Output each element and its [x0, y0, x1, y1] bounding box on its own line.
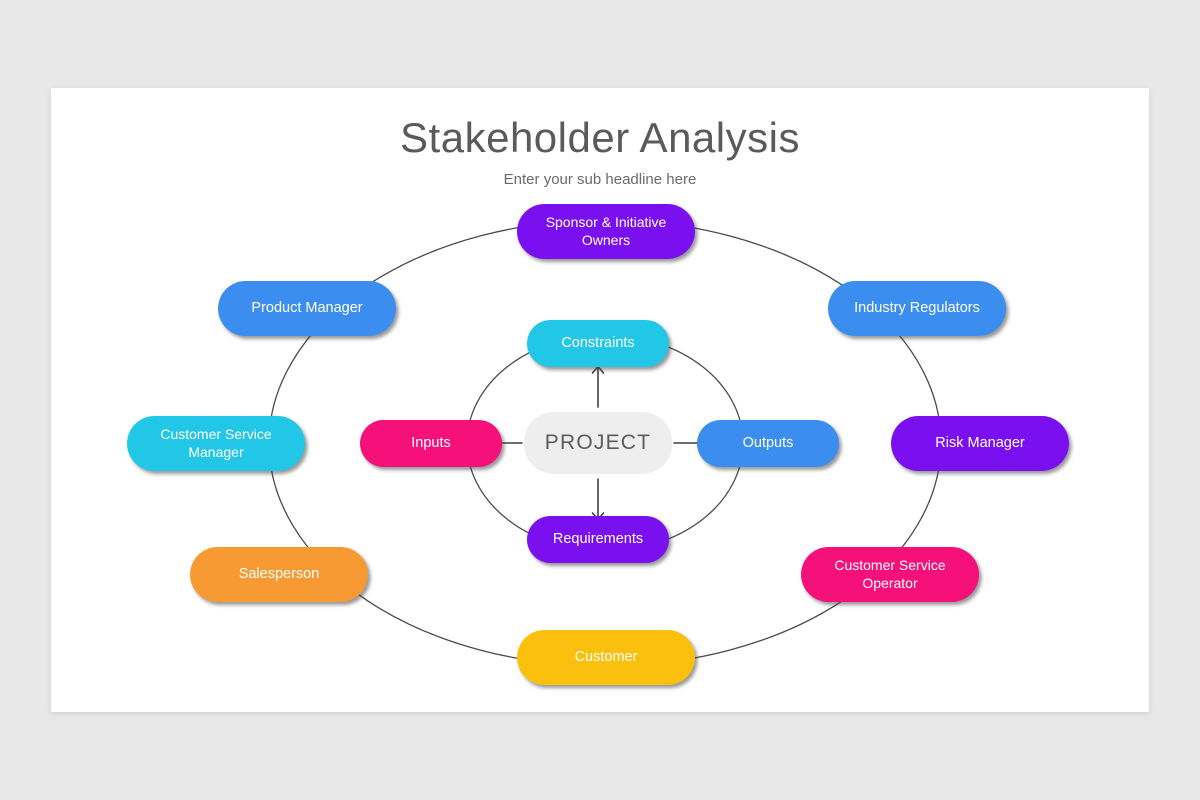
- node-inputs[interactable]: Inputs: [360, 420, 502, 467]
- node-constraints[interactable]: Constraints: [527, 320, 669, 367]
- node-product-manager[interactable]: Product Manager: [218, 281, 396, 336]
- node-risk-manager-label: Risk Manager: [935, 435, 1025, 452]
- node-constraints-label: Constraints: [561, 335, 635, 352]
- page-title: Stakeholder Analysis: [400, 114, 800, 161]
- node-customer[interactable]: Customer: [517, 630, 695, 685]
- node-product-manager-label: Product Manager: [251, 300, 363, 317]
- node-industry-regulators[interactable]: Industry Regulators: [828, 281, 1006, 336]
- node-customer-service-operator[interactable]: Customer Service Operator: [801, 547, 979, 602]
- page-subtitle: Enter your sub headline here: [503, 171, 697, 188]
- node-cs-operator-line1: Customer Service: [834, 557, 946, 573]
- node-requirements-label: Requirements: [552, 531, 644, 548]
- node-inputs-label: Inputs: [411, 435, 451, 452]
- arrow-project-to-requirements: [591, 478, 605, 521]
- node-customer-label: Customer: [574, 649, 638, 666]
- node-sponsor-line1: Sponsor & Initiative: [545, 214, 667, 230]
- node-sponsor-line2: Owners: [581, 231, 631, 248]
- node-cs-manager-line1: Customer Service: [160, 426, 272, 442]
- slide-card: Stakeholder Analysis Enter your sub head…: [51, 88, 1149, 712]
- arrow-project-to-constraints: [591, 365, 605, 408]
- node-industry-regulators-label: Industry Regulators: [854, 300, 980, 317]
- node-customer-service-manager[interactable]: Customer Service Manager: [127, 416, 305, 471]
- node-risk-manager[interactable]: Risk Manager: [891, 416, 1069, 471]
- node-project-label: PROJECT: [544, 431, 652, 454]
- diagram-canvas: [268, 219, 942, 667]
- node-outputs-label: Outputs: [742, 435, 794, 452]
- node-outputs[interactable]: Outputs: [697, 420, 839, 467]
- node-cs-manager-line2: Manager: [188, 443, 244, 460]
- node-sponsor-initiative-owners[interactable]: Sponsor & Initiative Owners: [517, 204, 695, 259]
- node-salesperson[interactable]: Salesperson: [190, 547, 368, 602]
- node-salesperson-label: Salesperson: [238, 566, 320, 583]
- node-project[interactable]: PROJECT: [524, 412, 672, 474]
- node-requirements[interactable]: Requirements: [527, 516, 669, 563]
- node-cs-operator-line2: Operator: [862, 574, 918, 591]
